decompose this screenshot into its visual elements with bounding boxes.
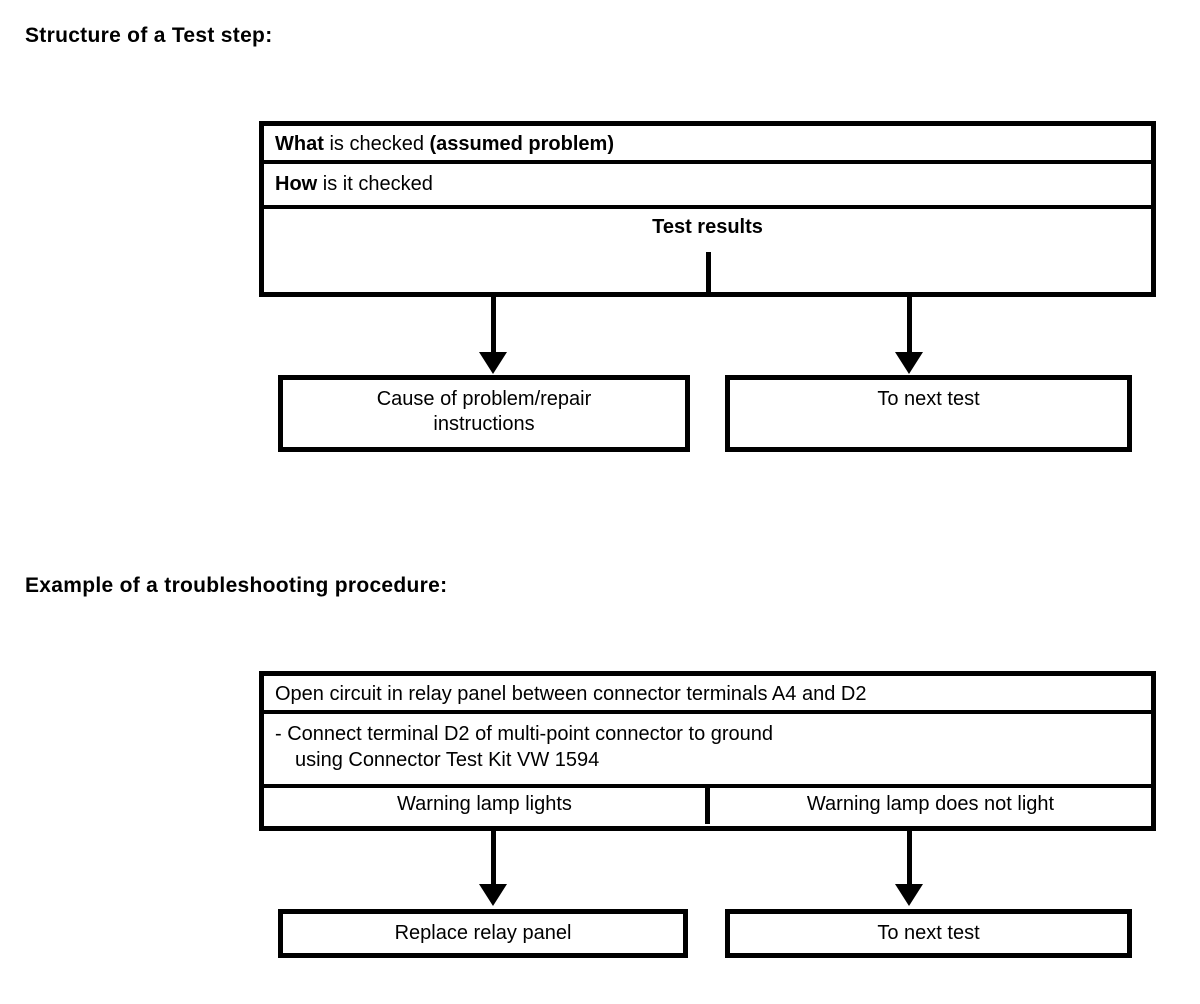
what-row-mid: is checked: [323, 133, 430, 155]
lamp-results-row: Warning lamp lights Warning lamp does no…: [264, 788, 1151, 824]
outcome-box-cause-repair: Cause of problem/repair instructions: [278, 375, 690, 452]
outcome-line: Cause of problem/repair: [376, 388, 592, 410]
test-results-row: Test results: [264, 209, 1151, 292]
how-row: How is it checked: [264, 164, 1151, 209]
test-step-structure-box: What is checked (assumed problem) How is…: [259, 121, 1156, 297]
arrow-stem: [490, 831, 496, 884]
arrow-head: [895, 352, 923, 374]
what-row-tail: (assumed problem): [429, 133, 614, 155]
arrow-stem: [906, 831, 912, 884]
arrow-head: [895, 884, 923, 906]
arrow-head: [479, 352, 507, 374]
step-line: using Connector Test Kit VW 1594: [295, 749, 600, 771]
problem-row: Open circuit in relay panel between conn…: [264, 676, 1151, 714]
result-cell-lamp-lights: Warning lamp lights: [264, 788, 710, 824]
arrow-down-icon: [479, 831, 507, 906]
section-title-structure: Structure of a Test step:: [25, 24, 273, 47]
troubleshooting-example-box: Open circuit in relay panel between conn…: [259, 671, 1156, 831]
step-line: - Connect terminal D2 of multi-point con…: [275, 723, 774, 745]
how-row-mid: is it checked: [317, 173, 433, 195]
arrow-down-icon: [895, 831, 923, 906]
step-row: - Connect terminal D2 of multi-point con…: [264, 714, 1151, 788]
what-row: What is checked (assumed problem): [264, 126, 1151, 164]
arrow-down-icon: [895, 297, 923, 374]
result-cell-lamp-not-light: Warning lamp does not light: [806, 793, 1055, 815]
outcome-box-next-test: To next test: [725, 375, 1132, 452]
test-results-label: Test results: [652, 216, 763, 238]
results-branch-line: [705, 252, 711, 292]
how-row-lead: How: [275, 173, 318, 195]
outcome-box-replace-relay-panel: Replace relay panel: [278, 909, 688, 958]
outcome-box-next-test: To next test: [725, 909, 1132, 958]
outcome-line: instructions: [433, 413, 535, 435]
arrow-down-icon: [479, 297, 507, 374]
what-row-lead: What: [275, 133, 324, 155]
arrow-stem: [906, 297, 912, 352]
outcome-line: To next test: [877, 922, 980, 944]
section-title-example: Example of a troubleshooting procedure:: [25, 574, 448, 597]
arrow-head: [479, 884, 507, 906]
outcome-line: Replace relay panel: [394, 922, 572, 944]
arrow-stem: [490, 297, 496, 352]
outcome-line: To next test: [877, 388, 980, 410]
